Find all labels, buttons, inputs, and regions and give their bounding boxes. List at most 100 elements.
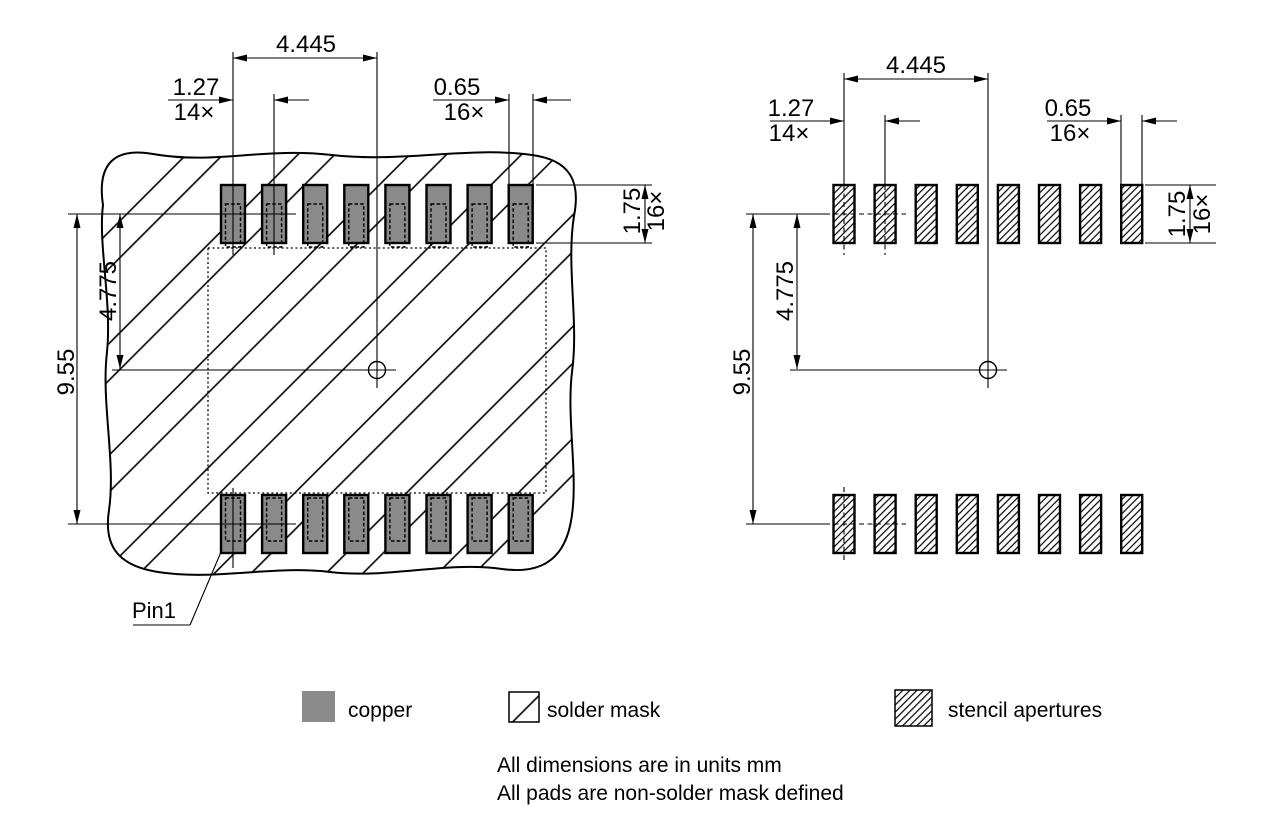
- lead-contact-outline: [471, 203, 488, 248]
- arrowhead: [73, 214, 81, 228]
- arrowhead: [116, 355, 124, 369]
- stencil-aperture: [1037, 493, 1062, 555]
- copper-pad: [425, 493, 452, 555]
- dim-pad-width-count: 16×: [444, 99, 485, 126]
- arrowhead: [363, 54, 377, 62]
- copper-pad: [507, 183, 534, 245]
- copper-mask-view: 4.445 1.27 14× 0.65 16× 1.75 16× 4.775 9…: [53, 31, 670, 626]
- copper-pad: [425, 183, 452, 245]
- arrowhead: [495, 96, 509, 104]
- dim-body-span: 4.445: [886, 52, 946, 79]
- copper-pad: [384, 493, 411, 555]
- dim-pitch-count: 14×: [769, 120, 810, 147]
- lead-contact-outline: [307, 203, 324, 248]
- stencil-aperture: [1037, 183, 1062, 245]
- right-dimension-lines: [746, 73, 1216, 561]
- arrowhead: [116, 214, 124, 228]
- lead-contact-outline: [389, 497, 406, 542]
- arrowhead: [830, 117, 844, 125]
- lead-contact-outline: [348, 203, 365, 248]
- arrowhead: [1186, 229, 1194, 243]
- legend-copper-label: copper: [348, 699, 412, 722]
- stencil-aperture: [996, 183, 1021, 245]
- arrowhead: [974, 75, 988, 83]
- stencil-aperture-pads: [832, 183, 1144, 555]
- arrowhead: [73, 510, 81, 524]
- copper-pad: [343, 493, 370, 555]
- copper-pad: [302, 183, 329, 245]
- dim-pad-height-count: 16×: [1189, 194, 1216, 235]
- stencil-aperture: [914, 493, 938, 555]
- copper-swatch: [302, 691, 335, 722]
- copper-pad: [343, 183, 370, 245]
- lead-contact-outline: [348, 497, 365, 542]
- legend: copper solder mask stencil apertures: [302, 689, 1102, 727]
- dim-row-span: 9.55: [729, 349, 756, 396]
- arrowhead: [233, 54, 247, 62]
- lead-contact-outline: [430, 203, 447, 248]
- stencil-aperture: [955, 493, 979, 555]
- arrowhead: [641, 185, 649, 199]
- lead-contact-outline: [512, 497, 529, 542]
- arrowhead: [1107, 117, 1121, 125]
- arrowhead: [793, 355, 801, 369]
- arrowhead: [793, 214, 801, 228]
- arrowhead: [749, 214, 757, 228]
- center-mark: [978, 360, 998, 380]
- dimension-line: [189, 551, 222, 626]
- dim-row-span: 9.55: [53, 349, 80, 396]
- dim-row-to-center: 4.775: [95, 261, 122, 321]
- arrowhead: [274, 96, 288, 104]
- arrowhead: [1142, 117, 1156, 125]
- notes: All dimensions are in units mm All pads …: [497, 754, 844, 805]
- note-units: All dimensions are in units mm: [497, 754, 782, 777]
- copper-pad: [466, 493, 493, 555]
- stencil-aperture: [1119, 493, 1144, 555]
- copper-pad: [302, 493, 329, 555]
- stencil-aperture: [955, 183, 979, 245]
- legend-stencil-apertures-label: stencil apertures: [948, 699, 1102, 722]
- dim-row-to-center: 4.775: [772, 261, 799, 321]
- dim-pad-width-count: 16×: [1050, 120, 1091, 147]
- arrowhead: [885, 117, 899, 125]
- lead-contact-outline: [307, 497, 324, 542]
- center-mark: [367, 360, 387, 380]
- dim-pitch: 1.27: [173, 74, 220, 101]
- copper-pad: [466, 183, 493, 245]
- component-body-outline: [207, 247, 547, 494]
- dim-body-span: 4.445: [276, 31, 336, 58]
- lead-contact-outline: [430, 497, 447, 542]
- lead-contact-outline: [265, 497, 283, 542]
- arrowhead: [641, 229, 649, 243]
- stencil-apertures-swatch: [894, 689, 933, 727]
- note-pad-definition: All pads are non-solder mask defined: [497, 782, 844, 805]
- copper-pad: [507, 493, 534, 555]
- dim-pad-height-count: 16×: [643, 191, 670, 232]
- arrowhead: [533, 96, 547, 104]
- dim-pad-width: 0.65: [434, 74, 481, 101]
- arrowhead: [219, 96, 233, 104]
- dim-pitch-count: 14×: [174, 99, 215, 126]
- dim-pitch: 1.27: [768, 95, 815, 122]
- pin1-label: Pin1: [132, 598, 176, 623]
- stencil-view: 4.445 1.27 14× 0.65 16× 1.75 16× 4.775 9…: [729, 52, 1216, 561]
- legend-solder-mask-label: solder mask: [547, 699, 661, 722]
- stencil-aperture: [1078, 183, 1103, 245]
- dim-pad-height: 1.75: [619, 188, 646, 235]
- arrowhead: [844, 75, 858, 83]
- left-dimension-lines: [68, 52, 652, 626]
- arrowhead: [749, 510, 757, 524]
- solder-mask-swatch: [508, 691, 540, 723]
- stencil-aperture: [1078, 493, 1103, 555]
- copper-pad: [384, 183, 411, 245]
- dim-pad-height: 1.75: [1164, 191, 1191, 238]
- lead-contact-outline: [389, 203, 406, 248]
- lead-contact-outline: [471, 497, 488, 542]
- arrowhead: [1186, 185, 1194, 199]
- solder-mask-hatch: [101, 152, 576, 575]
- lead-contact-outline: [512, 203, 529, 248]
- dim-pad-width: 0.65: [1045, 95, 1092, 122]
- stencil-aperture: [1119, 183, 1144, 245]
